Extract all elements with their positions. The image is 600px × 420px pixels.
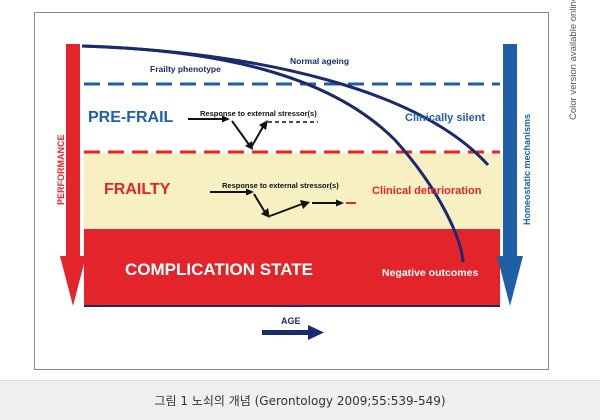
normal-ageing-curve [81,44,490,167]
homeostatic-arrow-head [497,256,523,306]
performance-arrow-shaft [66,44,80,264]
caption-bar: 그림 1 노쇠의 개념 (Gerontology 2009;55:539-549… [0,380,600,420]
prefrail-response-arrows [188,115,318,150]
normal-ageing-label: Normal ageing [290,56,349,66]
frailty-phenotype-label: Frailty phenotype [150,64,221,74]
figure-caption: 그림 1 노쇠의 개념 (Gerontology 2009;55:539-549… [154,394,446,408]
prefrail-response-label: Response to external stressor(s) [200,109,317,118]
clinically-silent-label: Clinically silent [405,112,485,124]
performance-arrow-head [60,256,86,306]
frailty-concept-diagram: PERFORMANCE Homeostatic mechanisms Frail… [56,44,532,340]
complication-state-area [84,229,500,306]
prefrail-title: PRE-FRAIL [88,109,174,126]
complication-state-title: COMPLICATION STATE [125,260,313,279]
frailty-title: FRAILTY [104,181,171,198]
frailty-response-label: Response to external stressor(s) [222,181,339,190]
age-label: AGE [281,316,301,326]
homeostatic-arrow-shaft [503,44,517,262]
performance-label: PERFORMANCE [56,134,66,205]
frailty-response-arrows [210,188,356,218]
color-version-note: Color version available online [568,0,579,120]
clinical-deterioration-label: Clinical deterioration [372,185,482,197]
age-arrow [262,325,324,340]
negative-outcomes-label: Negative outcomes [382,267,478,279]
homeostatic-label: Homeostatic mechanisms [522,114,532,225]
